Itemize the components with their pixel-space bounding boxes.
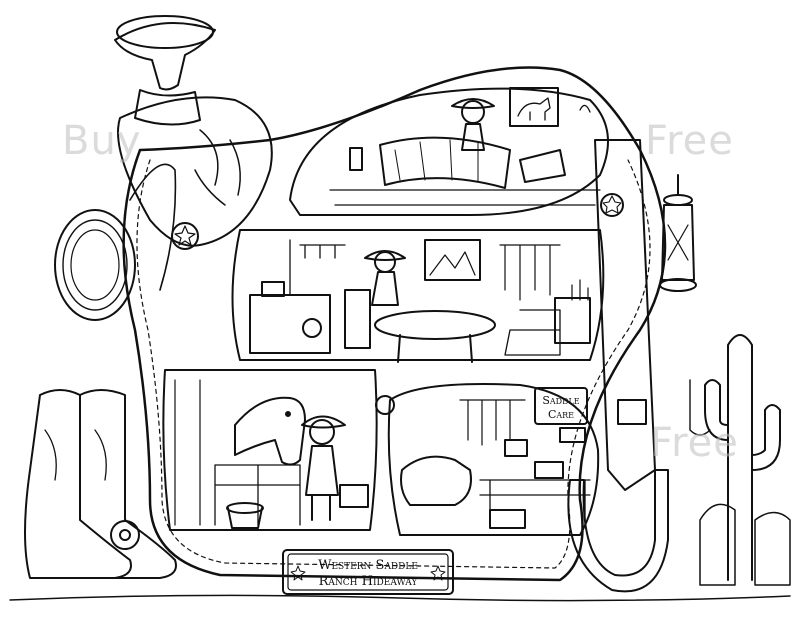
- ground-line: [9, 594, 791, 602]
- horseshoe: [567, 469, 669, 593]
- watermark-2: Free: [645, 118, 734, 164]
- kitchen-room: [231, 229, 605, 363]
- lantern: [659, 174, 697, 292]
- saddle-horn: [114, 15, 216, 126]
- cactus: [689, 334, 791, 586]
- right-strap: [594, 139, 656, 491]
- horse-picture-frame: [509, 87, 559, 127]
- saddle-care-sign: [534, 387, 588, 425]
- watermark-1: Buy: [62, 118, 142, 164]
- sign-line2: Ranch Hideaway: [319, 574, 419, 589]
- sign-line1: Western Saddle: [318, 558, 418, 573]
- round-table: [374, 310, 496, 340]
- spur: [110, 520, 140, 550]
- ranch-sign: [282, 549, 454, 595]
- horse-stall-room: [162, 369, 395, 531]
- landscape-picture-frame: [424, 239, 481, 281]
- bedroom-room: [289, 87, 609, 216]
- saddle-care-line2: Care: [548, 408, 574, 421]
- cowboy-boots: [24, 389, 177, 579]
- horse-head: [234, 396, 306, 466]
- stove: [249, 294, 331, 354]
- saddle-care-line1: Saddle: [542, 394, 579, 407]
- horseshoe-emblem: [375, 395, 395, 415]
- lasso-rope: [54, 163, 177, 321]
- watermark-3: Free: [650, 420, 739, 466]
- small-saddle: [400, 455, 472, 506]
- tack-room: [387, 383, 600, 536]
